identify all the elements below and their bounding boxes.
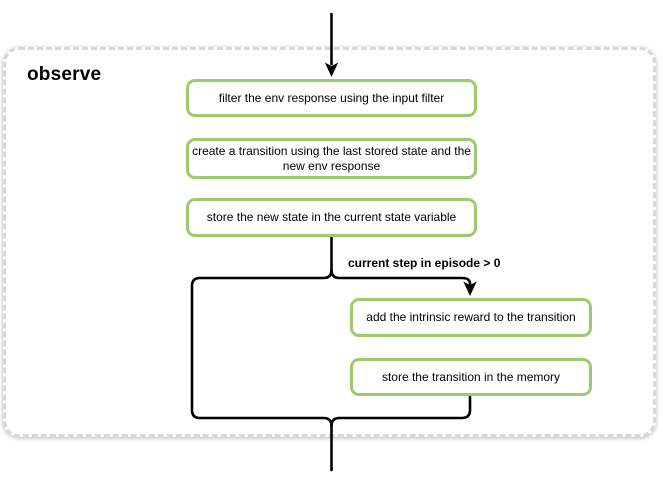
node-label: filter the env response using the input … — [218, 90, 445, 105]
node-label: add the intrinsic reward to the transiti… — [366, 310, 576, 324]
node-store-new-state: store the new state in the current state… — [186, 198, 477, 237]
node-label: store the new state in the current state… — [206, 210, 457, 224]
node-store-transition: store the transition in the memory — [350, 358, 592, 396]
node-label: create a transition using the last store… — [192, 143, 471, 173]
group-title: observe — [27, 64, 102, 85]
node-label: store the transition in the memory — [381, 369, 561, 384]
node-add-intrinsic-reward: add the intrinsic reward to the transiti… — [350, 298, 592, 337]
condition-label: current step in episode > 0 — [348, 256, 501, 270]
node-filter-env-response: filter the env response using the input … — [186, 79, 477, 117]
node-create-transition: create a transition using the last store… — [186, 138, 477, 179]
